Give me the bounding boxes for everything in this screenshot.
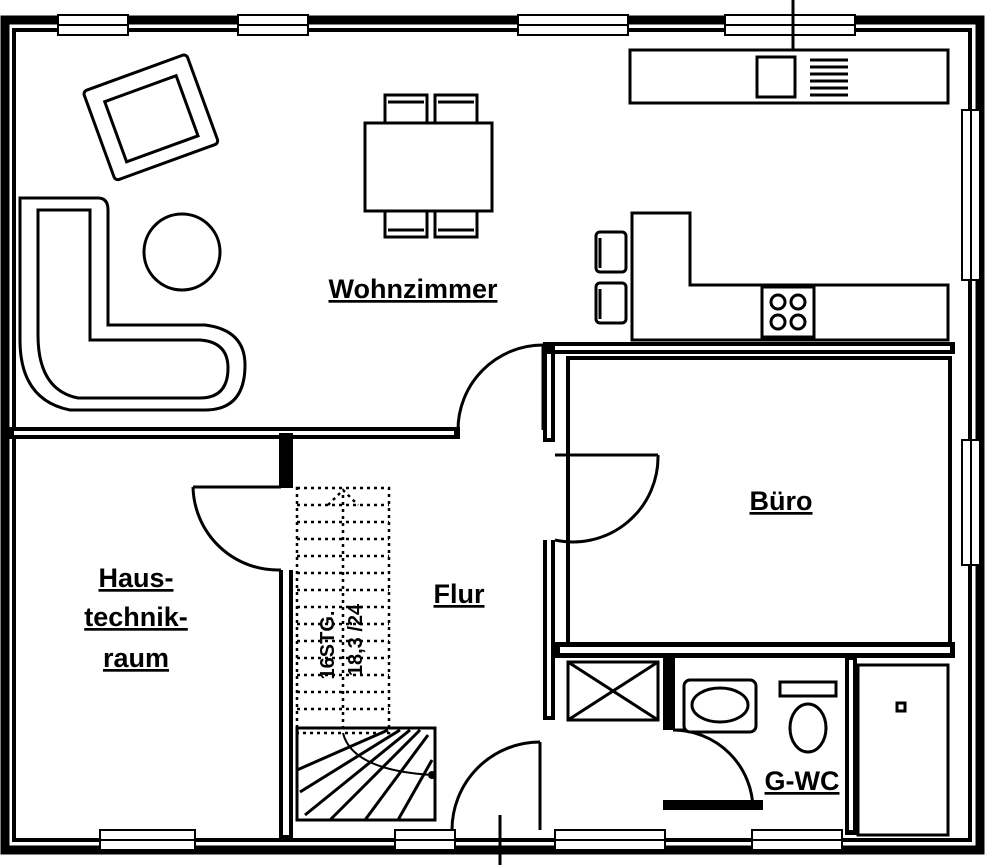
stair-label-line2: 18,3 /24: [345, 603, 367, 676]
stair-outline: [295, 486, 391, 735]
dining-table-icon: [363, 121, 494, 213]
sofa-icon: [18, 196, 247, 412]
interior-walls: [8, 342, 955, 840]
shaft-icon: [566, 660, 660, 722]
cooktop-icon: [760, 285, 816, 339]
bottom-windows: [99, 829, 843, 851]
toilet-icon: [778, 680, 838, 754]
room-label-gwc: G-WC: [765, 766, 840, 796]
room-label-buero: Büro: [750, 486, 813, 516]
stair-arrow-icon: [327, 488, 359, 506]
sink-icon: [755, 55, 848, 99]
room-label-flur: Flur: [434, 579, 485, 609]
entrance-arrow-icon: [498, 0, 795, 865]
round-table-icon: [142, 212, 222, 292]
room-label-wohnzimmer: Wohnzimmer: [328, 274, 498, 304]
room-label-haustechnik-line1: Haus-: [98, 563, 173, 593]
right-windows: [961, 109, 981, 566]
shower-icon: [856, 663, 950, 837]
stair-label-line1: 16STG.: [317, 611, 339, 680]
outer-walls: [0, 15, 985, 855]
chair-icon: [383, 93, 479, 239]
stair-lower-flight: [295, 726, 437, 822]
room-label-haustechnik-line3: raum: [103, 643, 169, 673]
washbasin-icon: [682, 678, 758, 734]
bar-stool-icon: [594, 230, 628, 325]
top-windows: [57, 14, 856, 36]
armchair-icon: [82, 53, 220, 182]
room-label-haustechnik-line2: technik-: [84, 602, 188, 632]
